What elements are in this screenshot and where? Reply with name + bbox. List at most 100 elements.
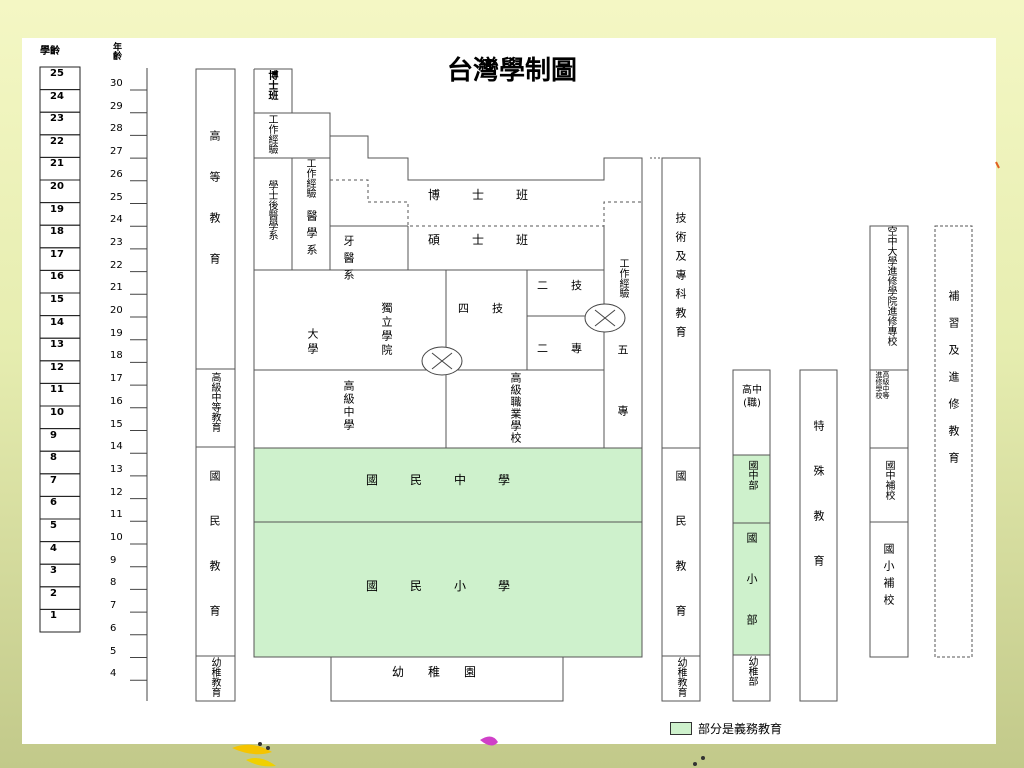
- age-label: 7: [110, 600, 117, 612]
- grade-label: 6: [50, 497, 57, 509]
- entrance-exam-icon: [421, 346, 463, 376]
- post-bacc-med: 學士後醫學系: [266, 180, 277, 240]
- vocational-school: 高級職業學校: [509, 372, 522, 444]
- grade-label: 1: [50, 610, 57, 622]
- elementary-block: [253, 521, 643, 658]
- four-year-tech: 四 技: [458, 302, 509, 315]
- grade-label: 12: [50, 361, 64, 373]
- attached-junior: 國中部: [746, 460, 757, 490]
- two-year-tech: 二 技: [537, 279, 588, 292]
- age-label: 26: [110, 168, 123, 180]
- age-label: 20: [110, 305, 123, 316]
- grade-label: 15: [50, 294, 64, 305]
- age-label: 28: [110, 123, 123, 135]
- grade-label: 21: [50, 158, 64, 170]
- grade-label: 17: [50, 248, 64, 260]
- preschool-label: 幼稚教育: [209, 657, 220, 697]
- national-ed-label-2: 國民教育: [674, 470, 687, 650]
- two-year-jc: 二 專: [537, 342, 588, 355]
- grade-label: 16: [50, 271, 64, 283]
- age-label: 9: [110, 554, 117, 566]
- medical-dept: 醫學系: [305, 210, 318, 261]
- grade-column: [39, 66, 81, 633]
- senior-high: 高級中學: [342, 380, 355, 432]
- national-ed-label: 國民教育: [208, 470, 221, 650]
- diagram-title: 台灣學制圖: [446, 56, 577, 86]
- legend-label: 部分是義務教育: [698, 722, 783, 736]
- independent-college: 獨立學院: [380, 302, 393, 358]
- grade-label: 5: [50, 520, 57, 531]
- grade-header: 學齡: [40, 46, 60, 57]
- grade-label: 20: [50, 181, 64, 192]
- work-exp-2: 工作經驗: [304, 158, 315, 198]
- age-label: 27: [110, 146, 123, 158]
- grade-cell: [39, 608, 81, 633]
- age-label: 11: [110, 509, 123, 521]
- grade-label: 8: [50, 452, 57, 464]
- age-label: 17: [110, 373, 123, 385]
- grade-label: 4: [50, 542, 57, 554]
- work-exp-3: 工作經驗: [617, 258, 628, 298]
- higher-ed-label: 高等教育: [208, 130, 221, 294]
- phd-cell: 博士班: [266, 70, 277, 100]
- attached-preschool: 幼稚部: [746, 656, 757, 686]
- age-label: 18: [110, 350, 123, 362]
- age-label: 21: [110, 282, 123, 294]
- age-label: 19: [110, 327, 123, 339]
- junior-supp-label: 國中補校: [883, 460, 894, 500]
- age-label: 8: [110, 577, 117, 589]
- grade-label: 22: [50, 135, 64, 147]
- special-ed-label: 特殊教育: [812, 420, 825, 600]
- five-year-jc: 五專: [616, 344, 629, 466]
- age-label: 12: [110, 486, 123, 498]
- age-label: 24: [110, 214, 123, 226]
- grade-label: 18: [50, 226, 64, 238]
- elementary-label: 國 民 小 學: [366, 579, 521, 593]
- tech-ed-label: 技術及專科教育: [674, 212, 687, 345]
- grade-label: 14: [50, 316, 64, 328]
- open-univ-label: 空中大學進修學院進修專校: [885, 226, 896, 346]
- age-label: 23: [110, 236, 123, 248]
- age-label: 22: [110, 259, 123, 271]
- work-exp-1: 工作經驗: [266, 114, 277, 154]
- preschool-label-2: 幼稚教育: [675, 657, 686, 697]
- age-label: 29: [110, 100, 123, 112]
- age-label: 6: [110, 622, 117, 634]
- attached-elem-block: [732, 522, 771, 656]
- grade-label: 7: [50, 474, 57, 486]
- grade-label: 11: [50, 384, 64, 396]
- grade-label: 24: [50, 90, 64, 102]
- attached-elem: 國小部: [745, 532, 758, 655]
- age-label: 15: [110, 418, 123, 430]
- attached-senior: 高中(職): [742, 385, 762, 409]
- age-label: 25: [110, 191, 123, 203]
- kindergarten-label: 幼 稚 園: [392, 665, 483, 679]
- doctoral-program: 博 士 班: [428, 188, 539, 202]
- age-label: 14: [110, 441, 123, 453]
- grade-label: 2: [50, 587, 57, 599]
- grade-label: 10: [50, 407, 64, 418]
- entrance-exam-icon-2: [584, 303, 626, 333]
- age-label: 5: [110, 645, 117, 657]
- age-label: 10: [110, 532, 123, 543]
- age-label: 13: [110, 463, 123, 475]
- grade-label: 19: [50, 203, 64, 215]
- grade-label: 25: [50, 68, 64, 79]
- age-label: 30: [110, 78, 123, 89]
- age-label: 4: [110, 668, 117, 680]
- elem-supp-label: 國小補校: [882, 543, 895, 611]
- grade-label: 13: [50, 339, 64, 351]
- attached-junior-block: [732, 454, 771, 524]
- age-ticks: [130, 68, 148, 701]
- legend-swatch: [670, 722, 692, 735]
- masters-program: 碩 士 班: [428, 233, 539, 247]
- university: 大學: [306, 328, 319, 358]
- junior-high-label: 國 民 中 學: [366, 473, 521, 487]
- senior-supp-label: 高級中等進修學校: [875, 371, 890, 399]
- senior-secondary-label: 高級中等教育: [209, 372, 220, 432]
- dental-dept: 牙醫系: [342, 235, 355, 286]
- age-label: 16: [110, 395, 123, 407]
- grade-label: 23: [50, 113, 64, 125]
